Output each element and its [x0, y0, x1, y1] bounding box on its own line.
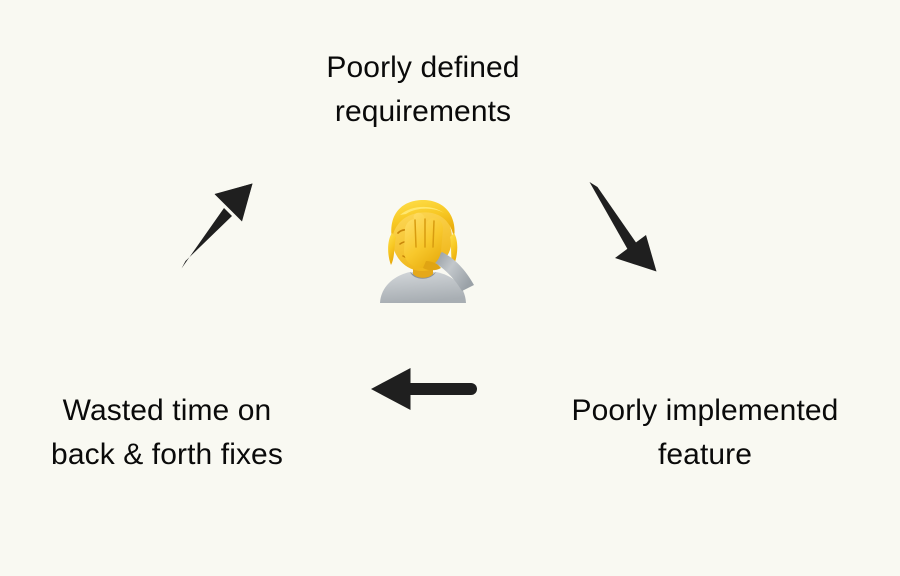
facepalm-hair-left: [388, 233, 396, 265]
facepalm-finger-line-3: [432, 220, 435, 248]
facepalm-collar: [410, 272, 436, 279]
facepalm-finger-line-1: [414, 219, 417, 248]
facepalm-hand: [404, 212, 443, 268]
node-label-implementation: Poorly implemented feature: [571, 394, 839, 471]
person-facepalming-emoji: [370, 195, 475, 303]
arrow-down-right-icon-hitarea[interactable]: [582, 172, 668, 278]
arrow-up-right-icon-hitarea[interactable]: [170, 172, 266, 276]
facepalm-hair-highlight: [400, 206, 444, 215]
node-label-requirements: Poorly defined requirements: [326, 51, 520, 128]
facepalm-shirt: [380, 272, 466, 303]
facepalm-wrist: [423, 261, 441, 271]
arrow-left-icon-hitarea[interactable]: [366, 372, 484, 408]
facepalm-sleeve: [432, 252, 474, 291]
node-label-wasted-time: Wasted time on back & forth fixes: [51, 394, 283, 471]
